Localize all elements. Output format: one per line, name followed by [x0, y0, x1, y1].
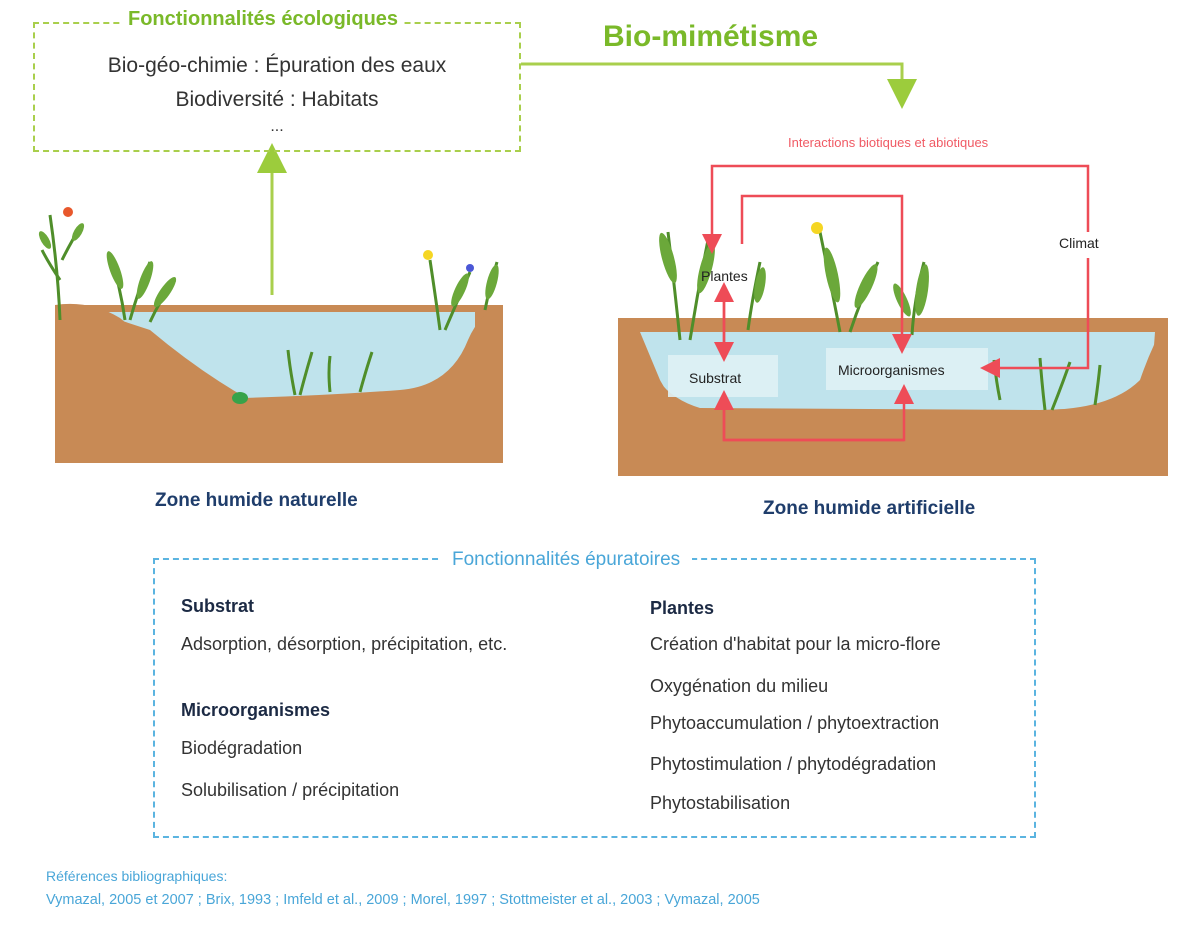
- eco-line-biodiversity: Biodiversité : Habitats: [175, 88, 379, 111]
- microorganisms-item: Biodégradation: [181, 738, 303, 758]
- plants-heading: Plantes: [650, 598, 715, 618]
- plants-item: Phytostimulation / phytodégradation: [650, 754, 937, 774]
- ecological-functions-title: Fonctionnalités écologiques: [122, 8, 405, 31]
- node-climate: Climat: [1057, 235, 1101, 251]
- purification-functions-title: Fonctionnalités épuratoires: [440, 549, 693, 571]
- microorganisms-heading: Microorganismes: [181, 700, 331, 720]
- microorganisms-item: Solubilisation / précipitation: [181, 780, 400, 800]
- plants-item: Phytostabilisation: [650, 793, 791, 813]
- plants-item: Phytoaccumulation / phytoextraction: [650, 713, 940, 733]
- natural-wetland-label: Zone humide naturelle: [155, 490, 358, 511]
- references-text: Vymazal, 2005 et 2007 ; Brix, 1993 ; Imf…: [46, 892, 760, 908]
- natural-wetland-illustration: [38, 207, 503, 463]
- artificial-wetland-illustration: [618, 164, 1168, 476]
- node-plants: Plantes: [701, 268, 748, 284]
- biomimetism-arrow: [521, 62, 917, 109]
- interactions-label: Interactions biotiques et abiotiques: [788, 135, 989, 150]
- plants-item: Oxygénation du milieu: [650, 676, 829, 696]
- substrate-heading: Substrat: [181, 596, 255, 616]
- node-substrate: Substrat: [689, 370, 742, 386]
- node-microorganisms: Microorganismes: [838, 362, 945, 378]
- biomimetism-label: Bio-mimétisme: [603, 20, 819, 53]
- artificial-wetland-label: Zone humide artificielle: [763, 498, 976, 519]
- eco-line-biogeochem: Bio-géo-chimie : Épuration des eaux: [107, 54, 447, 77]
- plants-item: Création d'habitat pour la micro-flore: [650, 634, 941, 654]
- references-title: Références bibliographiques:: [46, 868, 228, 884]
- eco-line-ellipsis: ...: [270, 118, 284, 135]
- substrate-item: Adsorption, désorption, précipitation, e…: [181, 634, 508, 654]
